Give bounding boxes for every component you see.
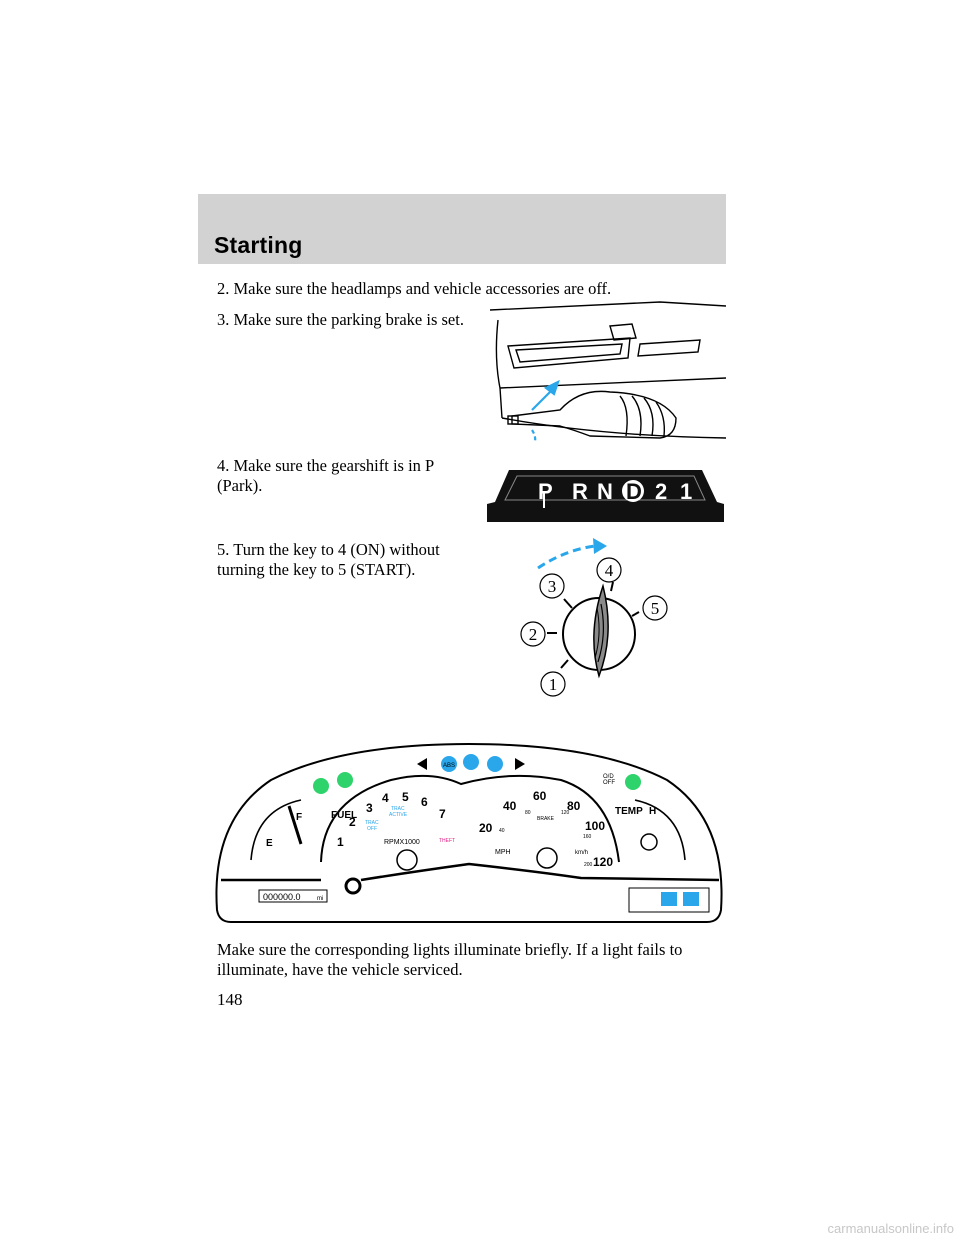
tach-5: 5: [402, 790, 409, 804]
gear-2-label: 2: [655, 479, 667, 504]
odometer-unit: mi: [317, 896, 323, 902]
gear-d-label: D: [626, 479, 642, 504]
fuel-empty-label: E: [266, 838, 273, 849]
instrument-cluster-illustration: ABS FUEL F E 1 2 3 4 5 6 7 RPMX1000 TRAC…: [211, 740, 727, 924]
key-position-2: 2: [529, 625, 538, 644]
fuel-full-label: F: [296, 812, 302, 823]
tach-label: RPMX1000: [384, 839, 420, 846]
temp-gauge-label: TEMP: [615, 806, 643, 817]
abs-label: ABS: [443, 763, 455, 769]
speed-80: 80: [567, 799, 581, 813]
speed-120: 120: [593, 855, 613, 869]
step-parking-brake: 3. Make sure the parking brake is set.: [217, 310, 464, 329]
speed-100: 100: [585, 819, 605, 833]
tach-4: 4: [382, 791, 389, 805]
kmh-label: km/h: [575, 850, 588, 856]
speed-40: 40: [503, 799, 517, 813]
theft-label: THEFT: [439, 838, 455, 844]
parking-brake-illustration: [480, 298, 727, 443]
speed-20: 20: [479, 821, 493, 835]
key-position-5: 5: [651, 599, 660, 618]
trac-active-label-1: TRAC: [391, 806, 405, 812]
speed-60: 60: [533, 789, 547, 803]
trac-off-label-2: OFF: [367, 826, 377, 832]
key-position-1: 1: [549, 675, 558, 694]
fuel-gauge-label: FUEL: [331, 810, 357, 821]
tach-3: 3: [366, 801, 373, 815]
key-position-3: 3: [548, 577, 557, 596]
brake-label: BRAKE: [537, 816, 555, 822]
watermark-text: carmanualsonline.info: [827, 1221, 954, 1236]
gear-r-label: R: [572, 479, 588, 504]
section-header-band: Starting: [198, 194, 726, 264]
ignition-key-illustration: 3 2 1 4 5: [505, 538, 695, 698]
gear-d-highlight: [622, 480, 644, 502]
key-position-4: 4: [605, 561, 614, 580]
page-number: 148: [217, 990, 243, 1009]
step-gearshift-park: 4. Make sure the gearshift is in P (Park…: [217, 456, 434, 495]
gear-selector-indicator: P R N D 2 1: [487, 466, 724, 522]
tach-2: 2: [349, 815, 356, 829]
trac-off-label-1: TRAC: [365, 820, 379, 826]
kmh-160: 160: [583, 834, 592, 840]
odometer-reading: 000000.0: [263, 892, 301, 902]
step-key-on: 5. Turn the key to 4 (ON) without turnin…: [217, 540, 440, 579]
step-headlamps-off: 2. Make sure the headlamps and vehicle a…: [217, 279, 612, 298]
tach-7: 7: [439, 807, 446, 821]
temp-hot-label: H: [649, 806, 656, 817]
kmh-80: 80: [525, 810, 531, 816]
tach-1: 1: [337, 835, 344, 849]
kmh-200: 200: [584, 862, 593, 868]
od-off-label-1: O/D: [603, 774, 614, 780]
gear-n-label: N: [597, 479, 613, 504]
od-off-label-2: OFF: [603, 780, 615, 786]
step-check-lights: Make sure the corresponding lights illum…: [217, 940, 683, 979]
trac-active-label-2: ACTIVE: [389, 812, 408, 818]
gear-1-label: 1: [680, 479, 692, 504]
kmh-120: 120: [561, 810, 570, 816]
tach-6: 6: [421, 795, 428, 809]
kmh-40: 40: [499, 828, 505, 834]
gear-p-label: P: [538, 479, 553, 504]
mph-label: MPH: [495, 849, 511, 856]
section-title: Starting: [214, 232, 303, 258]
